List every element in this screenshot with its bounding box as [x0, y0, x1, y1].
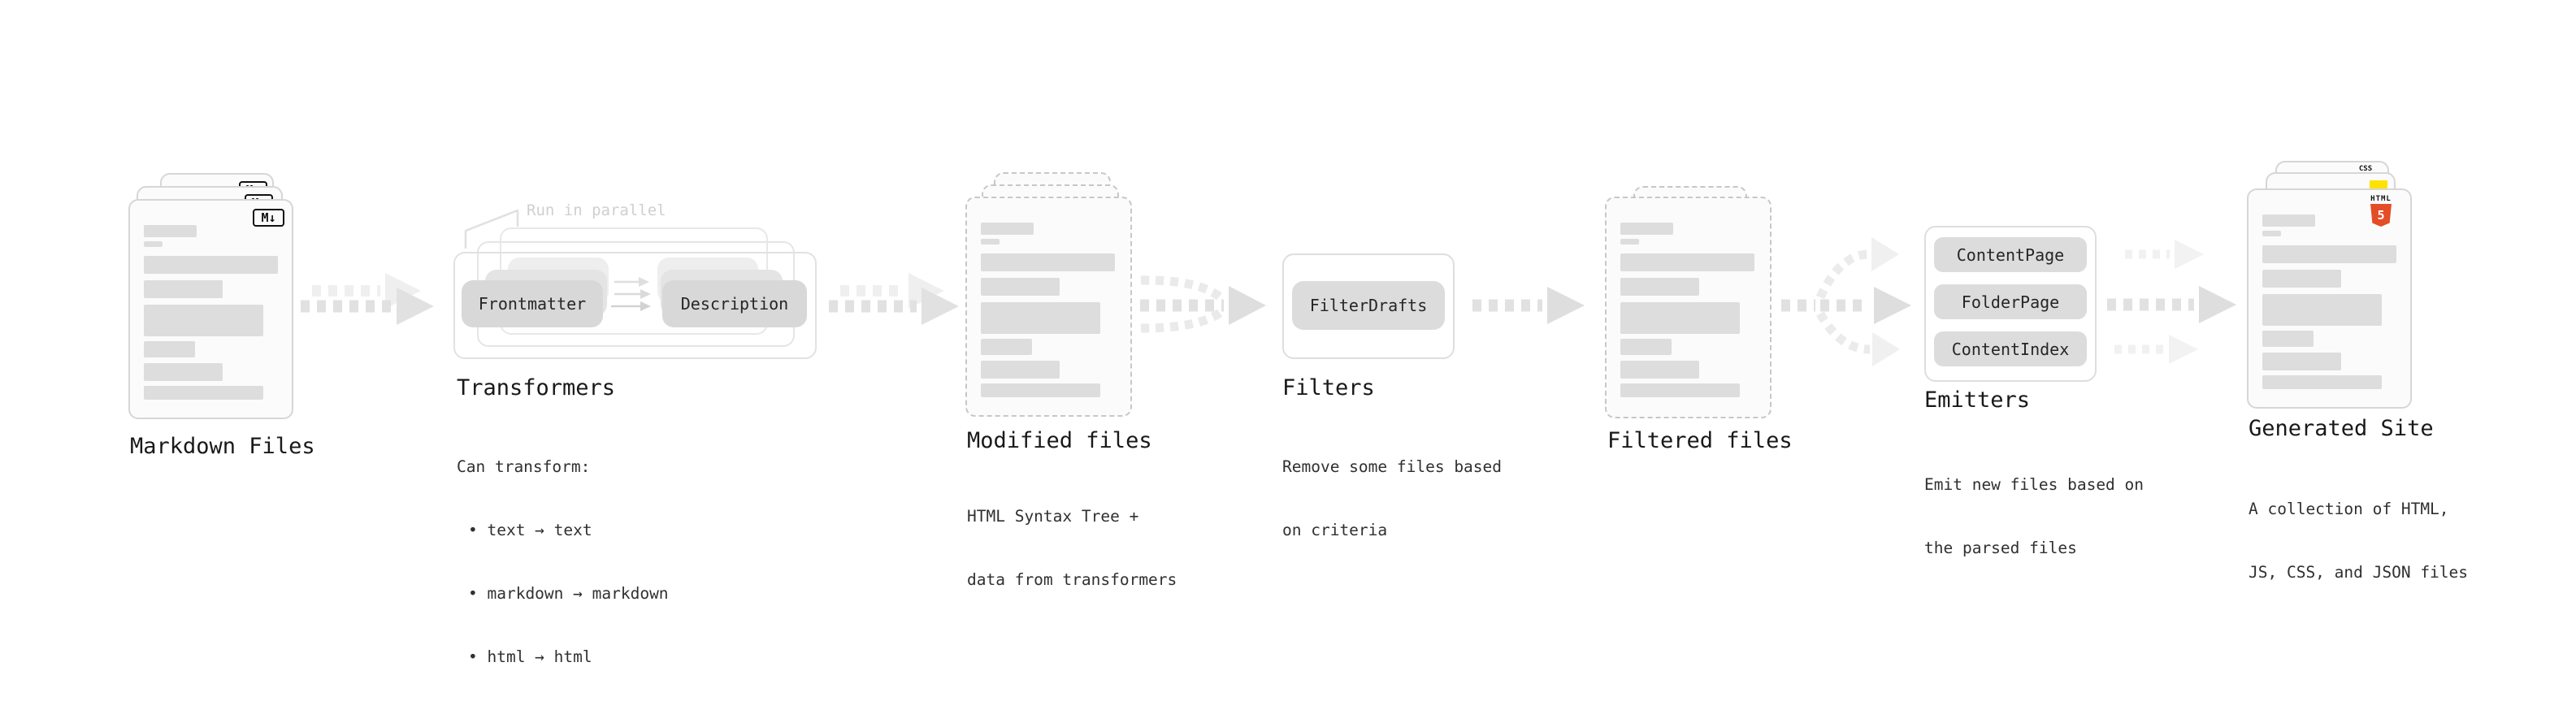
run-in-parallel-callout-line — [464, 209, 519, 249]
transformer-box-front — [453, 252, 817, 359]
emitters-label: Emitters — [1924, 387, 2031, 413]
generated-site-note-line: JS, CSS, and JSON files — [2249, 563, 2469, 582]
flow-connectors — [301, 209, 2236, 366]
emitters-note-line: the parsed files — [1924, 539, 2077, 557]
filterdrafts-pill: FilterDrafts — [1292, 281, 1445, 330]
transformers-label: Transformers — [457, 375, 616, 400]
filters-note-line: on criteria — [1282, 521, 1388, 539]
transform-bullet: text → text — [457, 520, 669, 541]
filters-box — [1282, 253, 1455, 359]
emitters-note: Emit new files based on the parsed files — [1924, 432, 2144, 601]
generated-site-note: A collection of HTML, JS, CSS, and JSON … — [2249, 457, 2468, 626]
filtered-files-label: Filtered files — [1607, 428, 1793, 453]
filters-label: Filters — [1282, 375, 1375, 400]
modified-files-note: HTML Syntax Tree + data from transformer… — [967, 464, 1177, 633]
contentindex-pill: ContentIndex — [1934, 331, 2087, 366]
modified-files-note-line: data from transformers — [967, 570, 1177, 589]
run-in-parallel-annotation: Run in parallel — [527, 201, 666, 219]
css-badge-text: CSS — [2358, 165, 2373, 173]
transformers-note: Can transform: text → text markdown → ma… — [457, 414, 669, 710]
modified-files-label: Modified files — [967, 428, 1152, 453]
description-pill: Description — [662, 280, 807, 327]
emitters-note-line: Emit new files based on — [1924, 475, 2144, 494]
arrow-filters-to-filtered-icon — [1472, 287, 1585, 324]
transform-bullet: markdown → markdown — [457, 583, 668, 604]
markdown-file-card-front: M↓ — [128, 199, 293, 419]
filtered-file-card-front — [1605, 197, 1772, 418]
javascript-icon — [2370, 180, 2387, 190]
filters-note: Remove some files based on criteria — [1282, 414, 1502, 583]
html5-badge-text: HTML — [2370, 195, 2392, 203]
site-file-card-html: HTML 5 — [2247, 188, 2412, 409]
transformers-note-title: Can transform: — [457, 457, 591, 476]
generated-site-note-line: A collection of HTML, — [2249, 500, 2449, 518]
arrow-transformers-to-modified-icon — [829, 273, 959, 325]
markdown-icon: M↓ — [253, 209, 284, 227]
transform-bullet: html → html — [457, 647, 669, 668]
html5-shield: 5 — [2370, 204, 2392, 227]
modified-files-note-line: HTML Syntax Tree + — [967, 507, 1139, 526]
parallel-transform-arrows-icon — [611, 277, 651, 311]
arrow-markdown-to-transformers-icon — [301, 273, 434, 325]
html5-icon: HTML 5 — [2361, 195, 2400, 227]
emitters-box — [1924, 226, 2097, 382]
arrows-emitters-to-site-icon — [2107, 240, 2236, 364]
generated-site-label: Generated Site — [2249, 416, 2434, 441]
arrow-filtered-to-emitters-icon — [1781, 237, 1911, 366]
folderpage-pill: FolderPage — [1934, 284, 2087, 319]
markdown-files-label: Markdown Files — [130, 434, 315, 459]
frontmatter-pill: Frontmatter — [462, 280, 603, 327]
arrow-modified-to-filters-icon — [1140, 275, 1266, 333]
modified-file-card-front — [965, 197, 1132, 417]
contentpage-pill: ContentPage — [1934, 237, 2087, 272]
filters-note-line: Remove some files based — [1282, 457, 1503, 476]
